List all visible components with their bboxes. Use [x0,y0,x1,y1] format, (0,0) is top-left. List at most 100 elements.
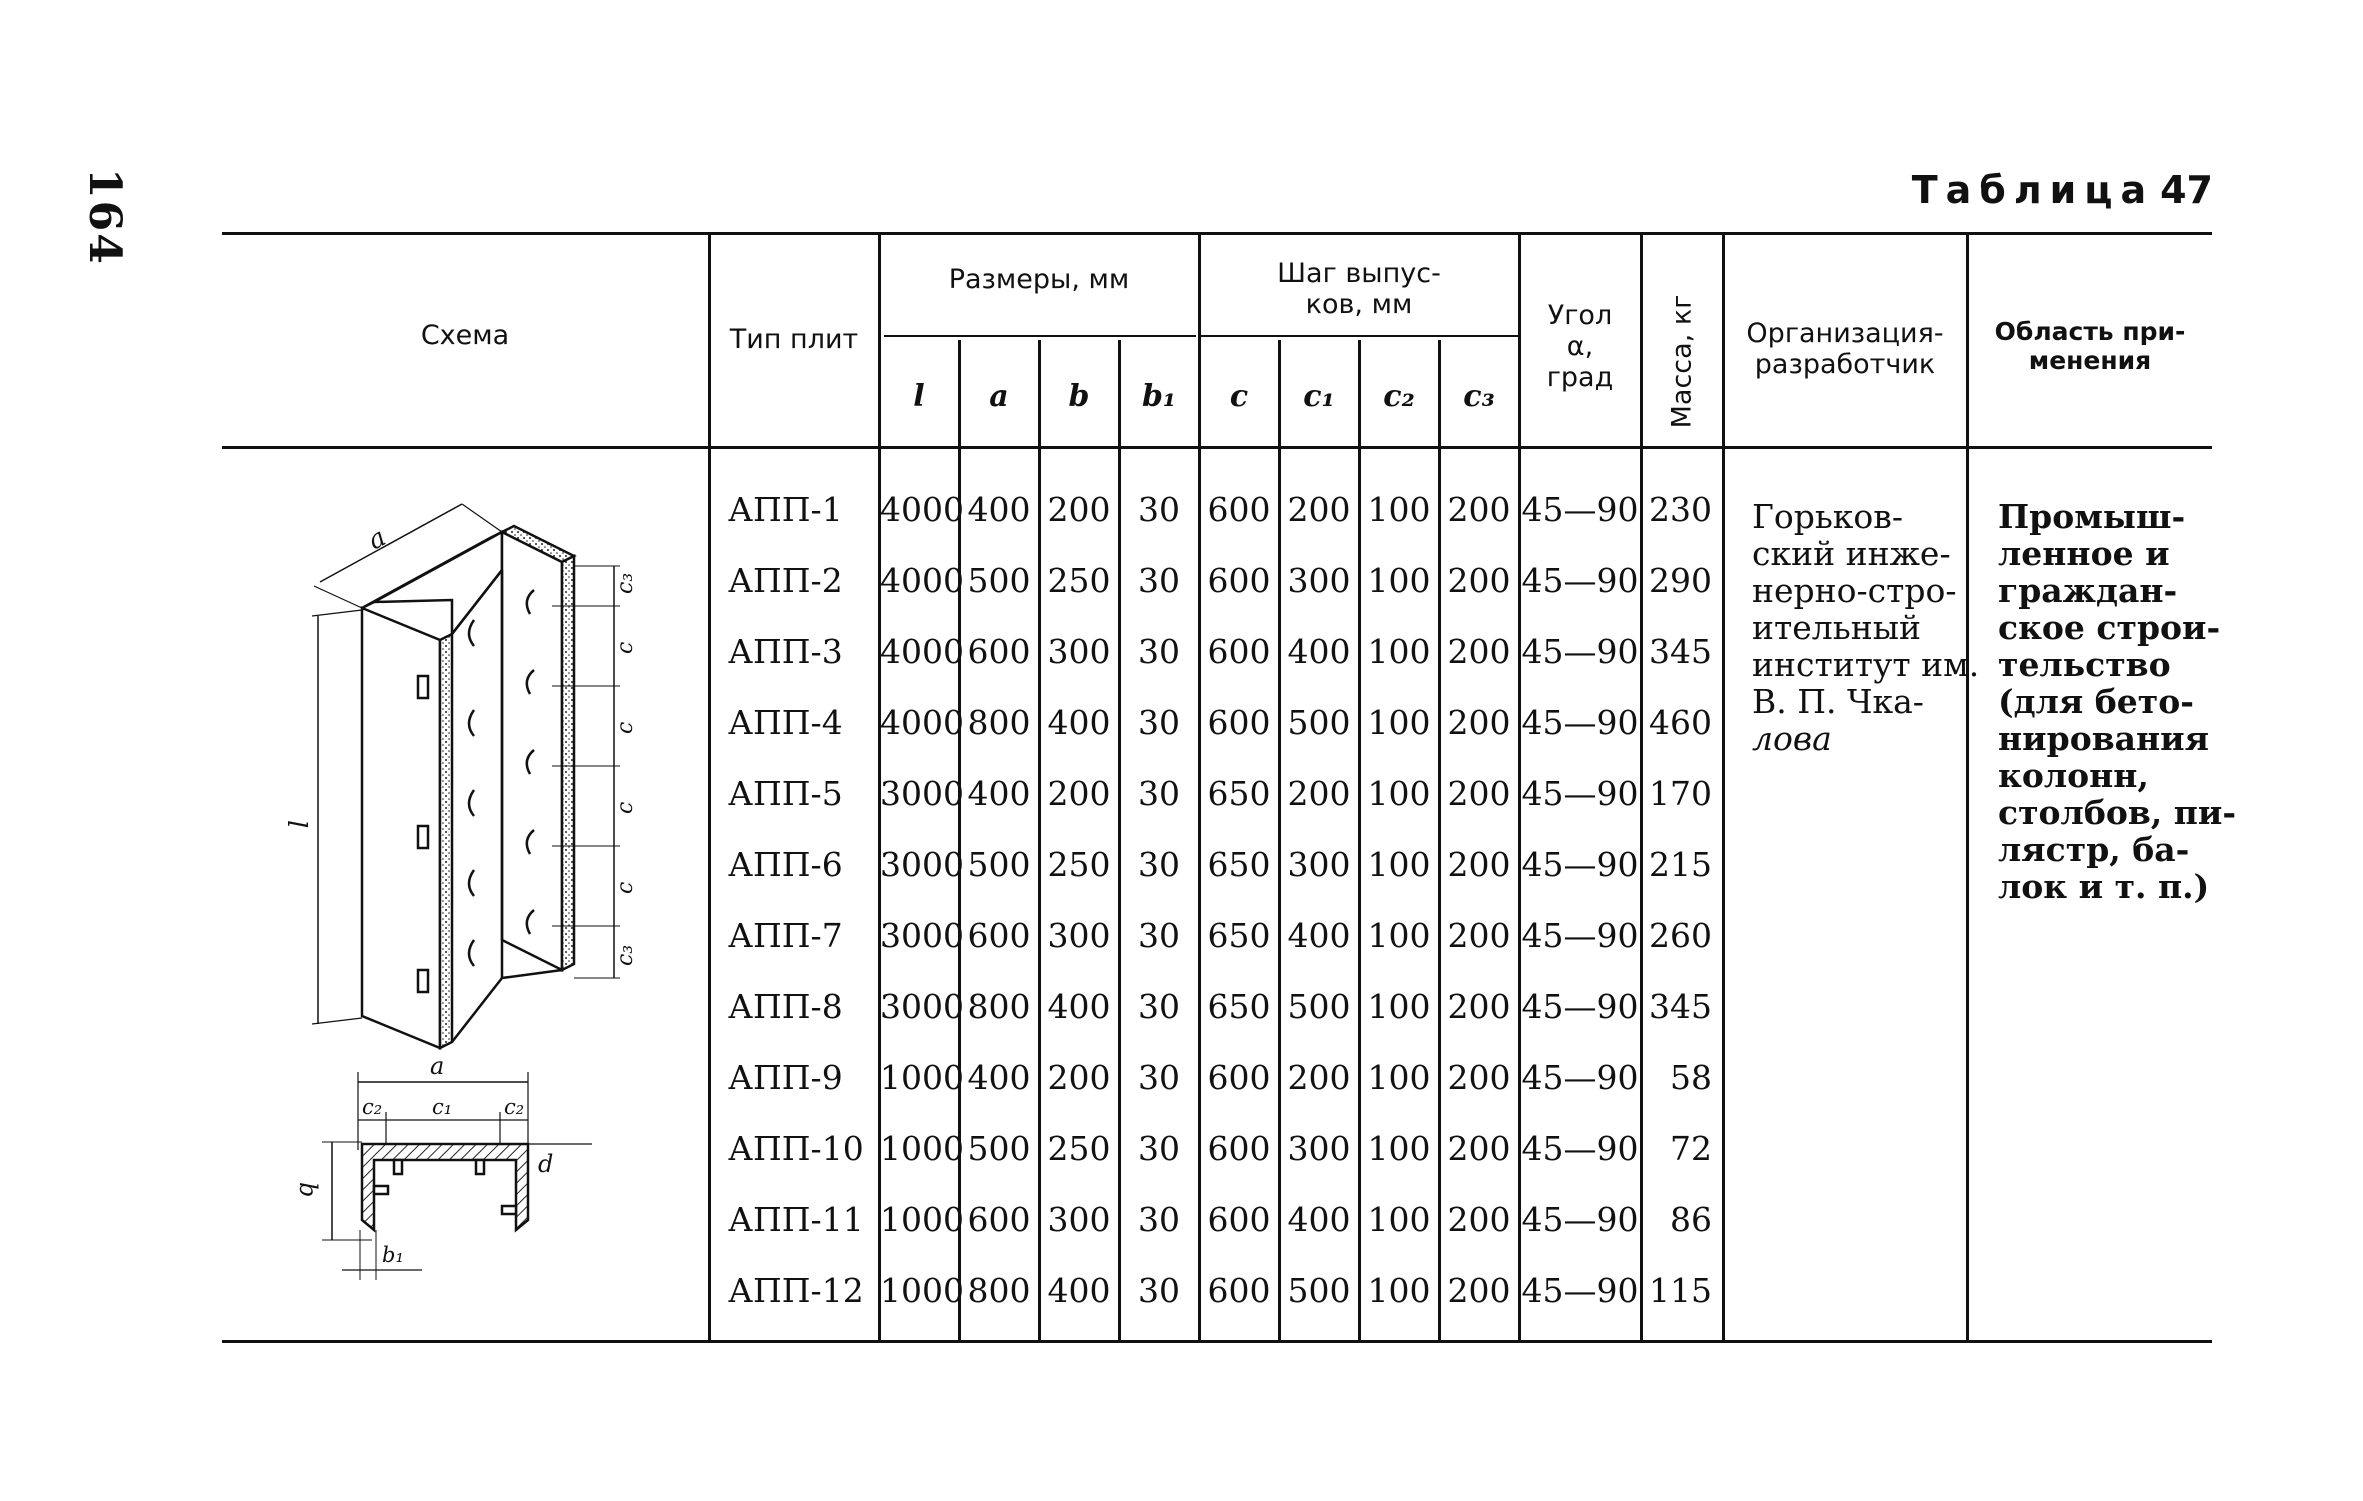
cell-c3: 200 [1447,1058,1511,1097]
cell-c2: 100 [1367,1129,1431,1168]
cell-type: АПП-5 [728,774,843,813]
header-step-c1: c₁ [1303,379,1335,414]
scheme-label-a-section: a [430,1052,444,1080]
cell-b: 250 [1047,561,1111,600]
cell-b1: 30 [1138,845,1180,884]
scheme-label-l: l [281,820,311,828]
cell-c2: 100 [1367,1058,1431,1097]
cell-mass: 86 [1670,1200,1712,1239]
organization-line: лова [1752,719,1832,758]
cell-a: 500 [967,1129,1031,1168]
cell-b: 300 [1047,632,1111,671]
cell-angle: 45—90 [1521,774,1639,813]
header-org-line1: Организация- [1746,318,1944,349]
scheme-label-c3-bottom: c₃ [613,945,638,966]
scheme-label-c: c [613,802,638,814]
header-dims-group: Размеры, мм [948,264,1130,295]
cell-c2: 100 [1367,632,1431,671]
application-line: колонн, [1998,756,2149,795]
cell-c1: 500 [1287,1271,1351,1310]
cell-c3: 200 [1447,987,1511,1026]
header-step-c2: c₂ [1383,379,1415,414]
organization-line: нерно-стро- [1752,571,1957,610]
header-dim-l: l [913,379,925,414]
cell-a: 800 [967,987,1031,1026]
cell-c2: 100 [1367,1271,1431,1310]
cell-c: 600 [1207,703,1271,742]
cell-c1: 400 [1287,1200,1351,1239]
scheme-drawing: a l c₃ c c c c c₃ a c₂ [281,503,638,1280]
cell-angle: 45—90 [1521,561,1639,600]
organization-line: ительный [1752,608,1921,647]
cell-b1: 30 [1138,1200,1180,1239]
application-line: (для бето- [1998,682,2194,721]
header-type: Тип плит [729,324,859,355]
application-line: граждан- [1998,571,2178,610]
cell-c1: 200 [1287,490,1351,529]
scheme-label-c2-right: c₂ [504,1095,524,1119]
cell-c: 600 [1207,1058,1271,1097]
cell-a: 600 [967,916,1031,955]
cell-c1: 200 [1287,1058,1351,1097]
header-dim-b1: b₁ [1141,379,1177,414]
scheme-isometric [311,503,620,1051]
cell-c3: 200 [1447,632,1511,671]
cell-a: 800 [967,703,1031,742]
cell-mass: 345 [1649,632,1712,671]
cell-c3: 200 [1447,1129,1511,1168]
cell-b1: 30 [1138,1058,1180,1097]
cell-b: 300 [1047,1200,1111,1239]
cell-c2: 100 [1367,490,1431,529]
cell-type: АПП-11 [728,1200,864,1239]
scheme-label-a-top: a [363,522,391,556]
cell-type: АПП-1 [728,490,843,529]
cell-b1: 30 [1138,987,1180,1026]
cell-a: 500 [967,845,1031,884]
cell-b: 250 [1047,1129,1111,1168]
cell-a: 500 [967,561,1031,600]
cell-c: 650 [1207,987,1271,1026]
col-divider-c2 [1438,340,1441,1340]
table-top-rule [222,232,2212,235]
application-line: ское строи- [1998,608,2221,647]
cell-c2: 100 [1367,1200,1431,1239]
cell-b1: 30 [1138,774,1180,813]
application-line: Промыш- [1998,497,2186,536]
cell-type: АПП-2 [728,561,843,600]
col-divider-c1 [1358,340,1361,1340]
header-org-line2: разработчик [1754,349,1936,381]
cell-c: 600 [1207,490,1271,529]
header-dim-a: a [989,379,1009,414]
cell-c3: 200 [1447,1271,1511,1310]
cell-mass: 170 [1649,774,1712,813]
header-step-c3: c₃ [1463,379,1495,414]
cell-c3: 200 [1447,774,1511,813]
cell-c1: 200 [1287,774,1351,813]
cell-c1: 300 [1287,845,1351,884]
dims-group-rule [884,335,1196,337]
cell-l: 3000 [880,916,964,955]
organization-line: институт им. [1752,645,1980,684]
cell-b: 400 [1047,987,1111,1026]
cell-l: 4000 [880,632,964,671]
organization-line: Горьков- [1752,497,1904,536]
cell-angle: 45—90 [1521,845,1639,884]
cell-b: 400 [1047,703,1111,742]
cell-mass: 230 [1649,490,1712,529]
cell-c1: 500 [1287,987,1351,1026]
cell-angle: 45—90 [1521,490,1639,529]
cell-type: АПП-9 [728,1058,843,1097]
scheme-label-c: c [613,882,638,894]
cell-b1: 30 [1138,561,1180,600]
cell-mass: 72 [1670,1129,1712,1168]
cell-c1: 400 [1287,632,1351,671]
header-steps-line2: ков, мм [1305,289,1413,321]
cell-l: 4000 [880,703,964,742]
cell-l: 1000 [880,1129,964,1168]
steps-group-rule [1200,335,1520,337]
page-number: 164 [79,168,130,266]
cell-b1: 30 [1138,1271,1180,1310]
cell-a: 400 [967,490,1031,529]
col-divider-mass [1722,232,1725,1340]
cell-mass: 290 [1649,561,1712,600]
